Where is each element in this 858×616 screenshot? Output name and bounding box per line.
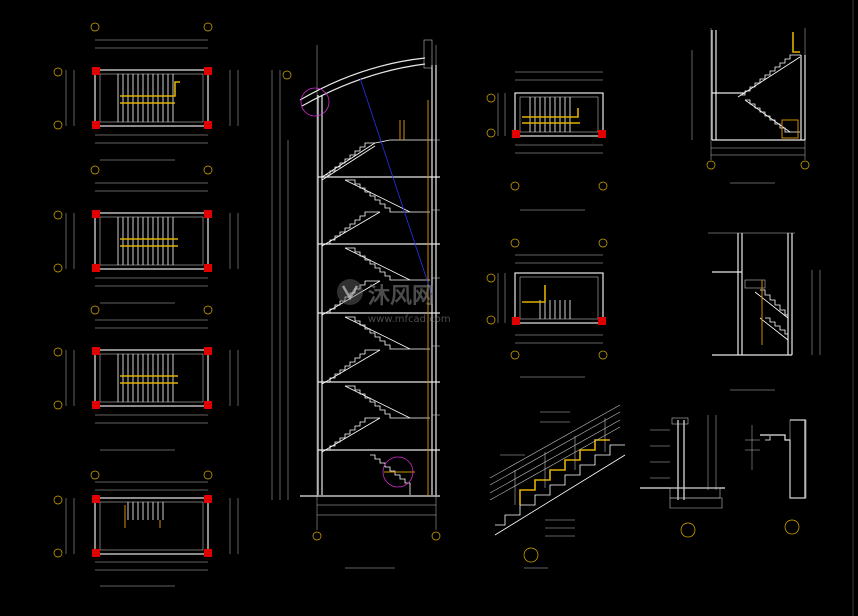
railing-detail-1 bbox=[489, 404, 626, 569]
watermark-logo-icon bbox=[337, 279, 363, 305]
detail-callout bbox=[300, 87, 330, 117]
stair-treads bbox=[117, 74, 174, 122]
watermark: 沐风网 www.mfcad.com bbox=[337, 279, 451, 325]
railing-detail-2 bbox=[640, 415, 725, 538]
roof-stair-plan bbox=[486, 71, 608, 211]
stair-plan-2 bbox=[53, 182, 239, 315]
floor-slabs bbox=[300, 176, 440, 497]
stair-section-bb bbox=[691, 28, 810, 184]
curved-roof bbox=[299, 57, 426, 101]
guide-line bbox=[359, 77, 433, 296]
watermark-url: www.mfcad.com bbox=[368, 314, 451, 325]
watermark-brand: 沐风网 bbox=[368, 284, 434, 309]
stair-plan-3 bbox=[53, 319, 239, 451]
stair-flights bbox=[321, 139, 432, 495]
attic-stair-plan bbox=[486, 238, 608, 378]
floor-plans-column bbox=[53, 22, 239, 587]
stair-section-aa bbox=[271, 39, 441, 569]
stair-section-cc bbox=[708, 232, 821, 391]
handrail bbox=[120, 81, 180, 97]
section-handrails bbox=[384, 100, 429, 496]
step-detail-3 bbox=[745, 419, 807, 535]
stair-plan-4 bbox=[53, 470, 239, 587]
stair-plan-1 bbox=[53, 22, 239, 175]
